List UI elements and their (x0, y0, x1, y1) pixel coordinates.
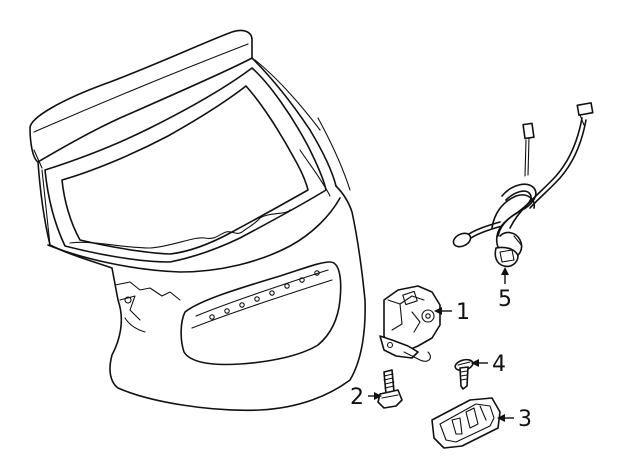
lamp-dots (209, 270, 320, 320)
part-bolt (377, 369, 403, 409)
callout-3: 3 (497, 407, 532, 432)
callout-1: 1 (434, 300, 470, 325)
callout-4-label: 4 (492, 352, 506, 377)
liftgate-panel (29, 29, 366, 412)
part-cable-harness (452, 102, 594, 268)
part-latch (379, 285, 441, 362)
part-screw (454, 358, 474, 390)
part-striker (431, 397, 501, 449)
callout-2-label: 2 (350, 385, 364, 410)
callout-5: 5 (498, 267, 512, 312)
callout-5-label: 5 (498, 287, 512, 312)
callout-4: 4 (471, 352, 506, 377)
callout-1-label: 1 (456, 300, 470, 325)
callout-3-label: 3 (518, 407, 532, 432)
callout-2: 2 (350, 385, 382, 410)
